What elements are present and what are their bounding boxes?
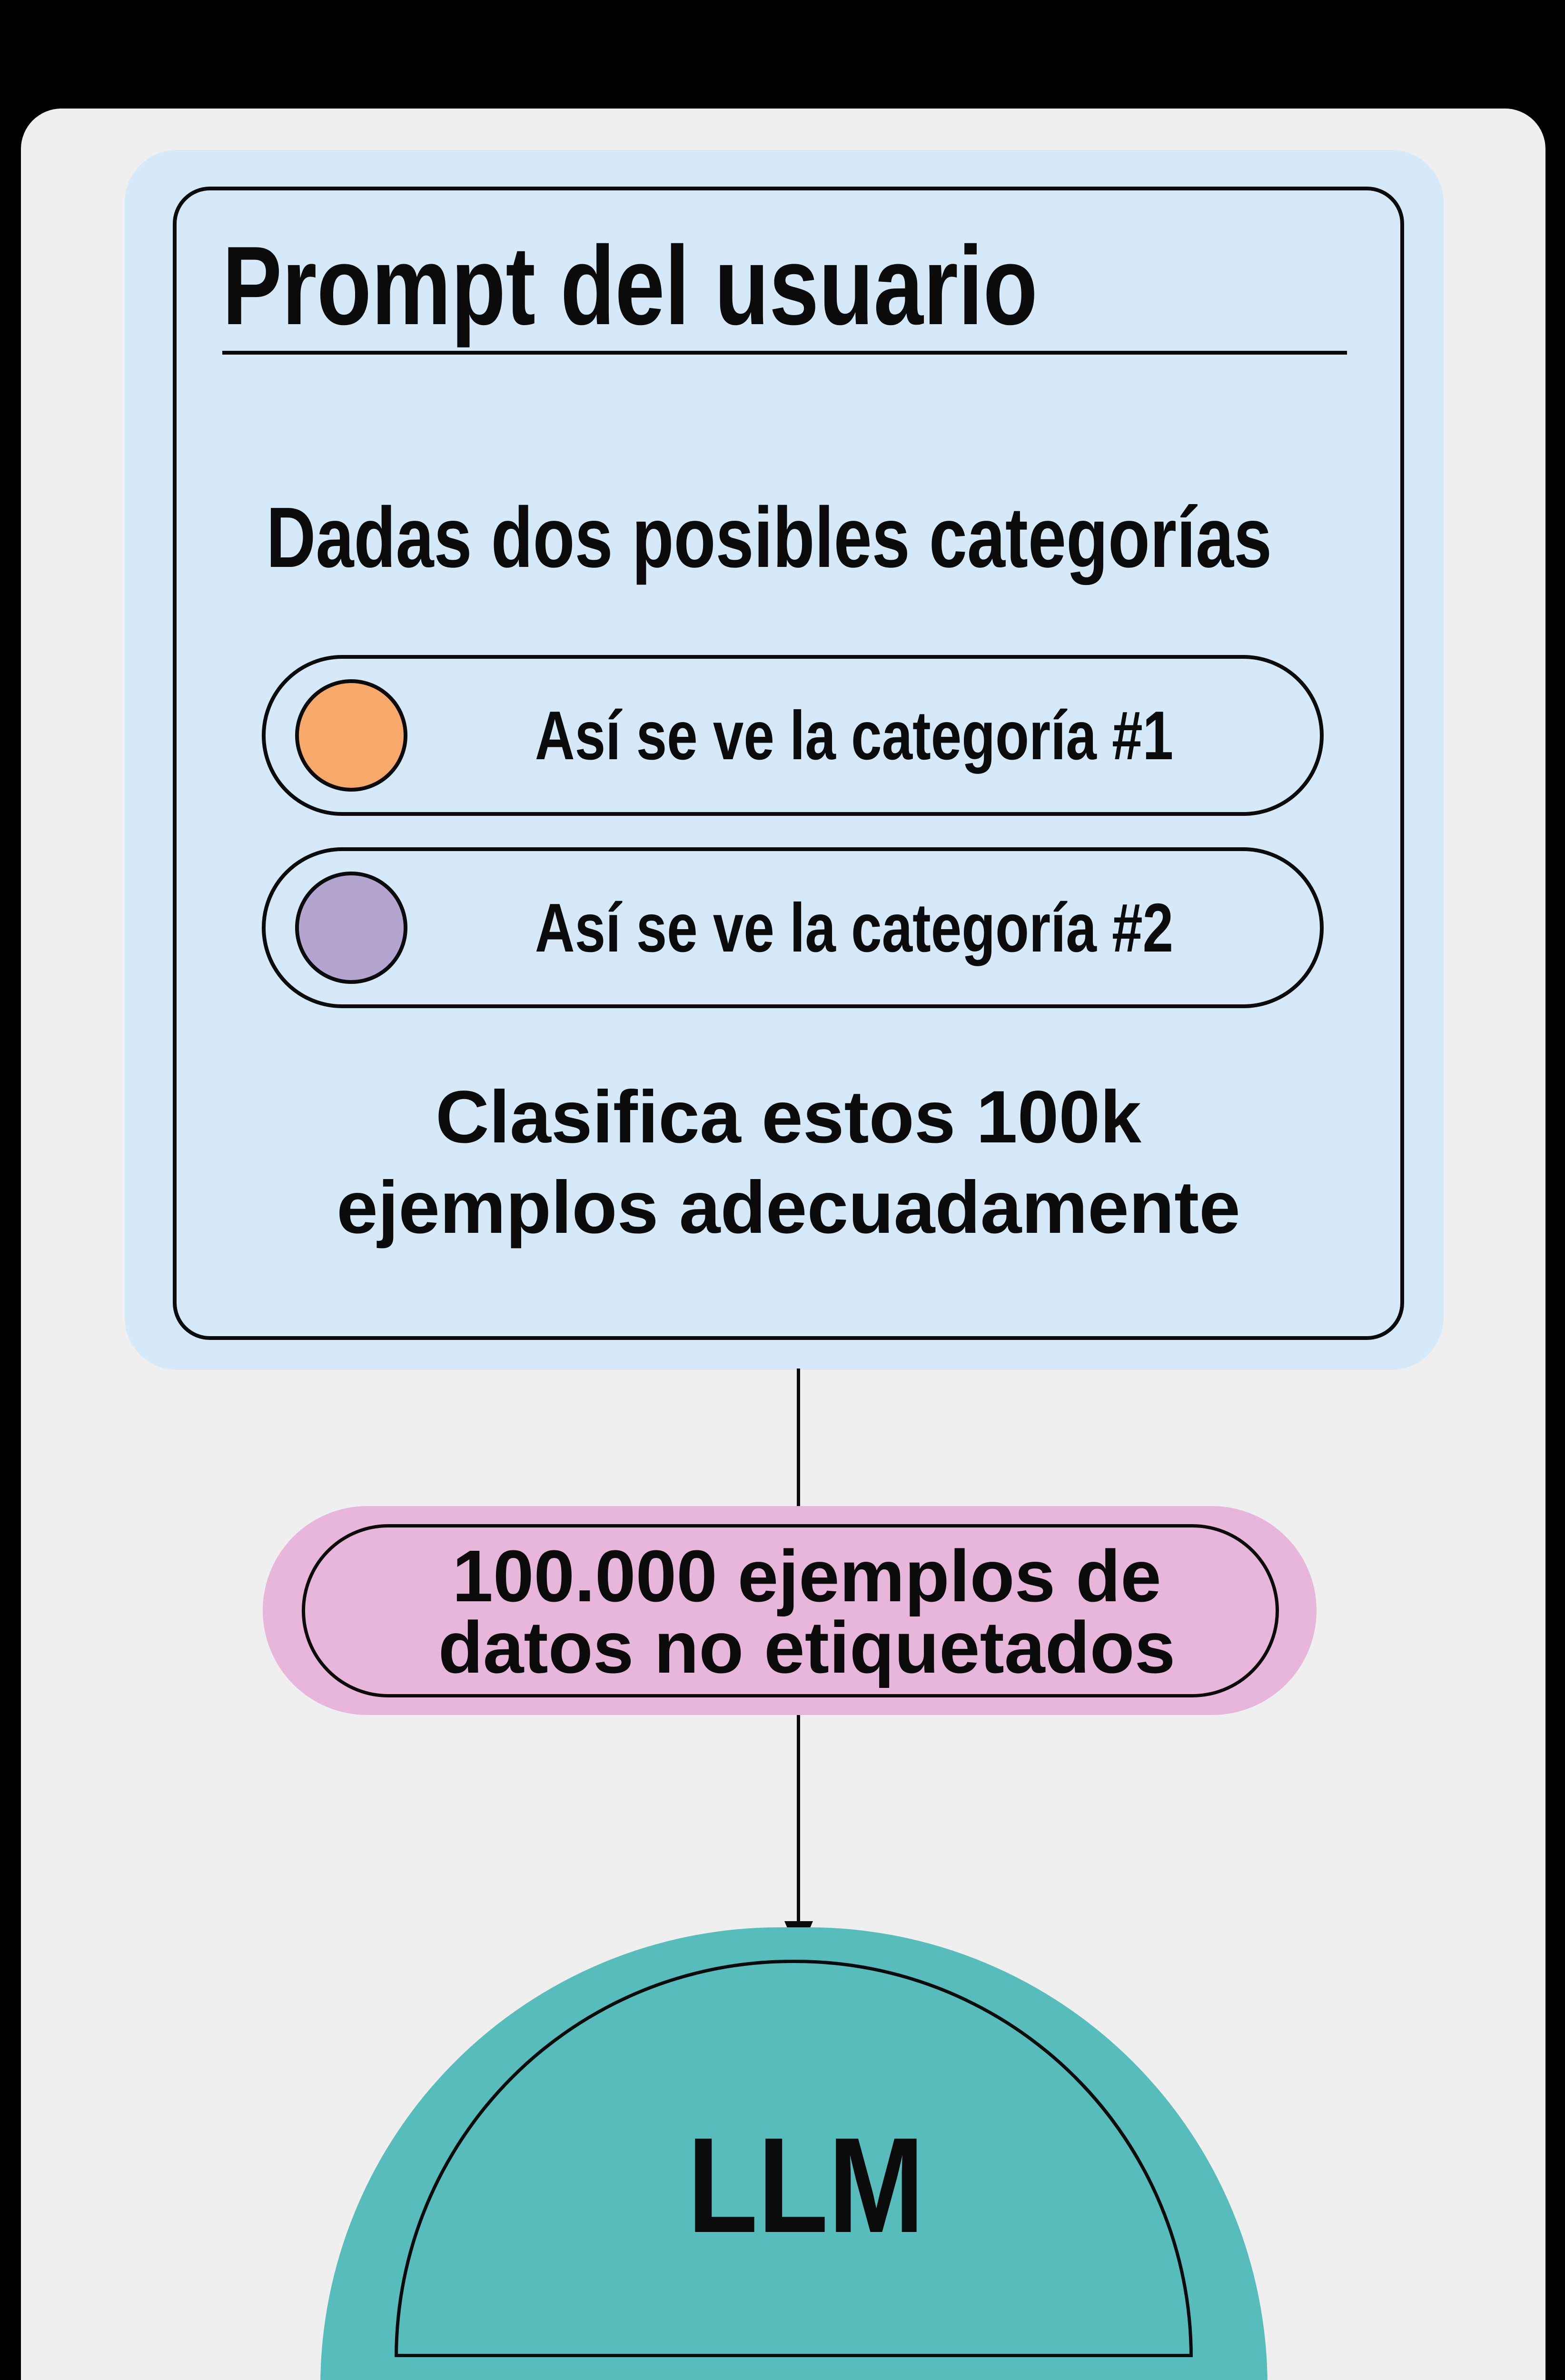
connector-line-pill-to-llm	[797, 1715, 800, 1923]
unlabeled-data-pill-outline	[302, 1524, 1279, 1697]
prompt-instruction-text: Clasifica estos 100k ejemplos adecuadame…	[173, 1072, 1404, 1253]
category-1-swatch-circle-icon	[295, 679, 407, 792]
llm-label: LLM	[687, 2110, 924, 2261]
prompt-intro-text: Dadas dos posibles categorías	[266, 490, 1272, 585]
data-pill-line-1: 100.000 ejemplos de	[452, 1535, 1161, 1617]
instruction-line-2: ejemplos adecuadamente	[337, 1166, 1240, 1249]
title-underline	[222, 351, 1347, 355]
unlabeled-data-pill: 100.000 ejemplos de datos no etiquetados	[263, 1506, 1317, 1715]
category-example-label: Así se ve la categoría #2	[535, 889, 1174, 966]
connector-line-prompt-to-pill	[797, 1368, 800, 1506]
category-example-pill-2: Así se ve la categoría #2	[262, 847, 1324, 1008]
category-example-label: Así se ve la categoría #1	[535, 696, 1174, 774]
data-pill-line-2: datos no etiquetados	[438, 1606, 1176, 1688]
category-example-pill-1: Así se ve la categoría #1	[262, 655, 1324, 816]
prompt-box-title: Prompt del usuario	[222, 223, 1038, 348]
instruction-line-1: Clasifica estos 100k	[436, 1076, 1141, 1159]
category-2-swatch-circle-icon	[295, 872, 407, 984]
unlabeled-data-text: 100.000 ejemplos de datos no etiquetados	[280, 1535, 1334, 1688]
user-prompt-box-outline	[173, 187, 1404, 1340]
